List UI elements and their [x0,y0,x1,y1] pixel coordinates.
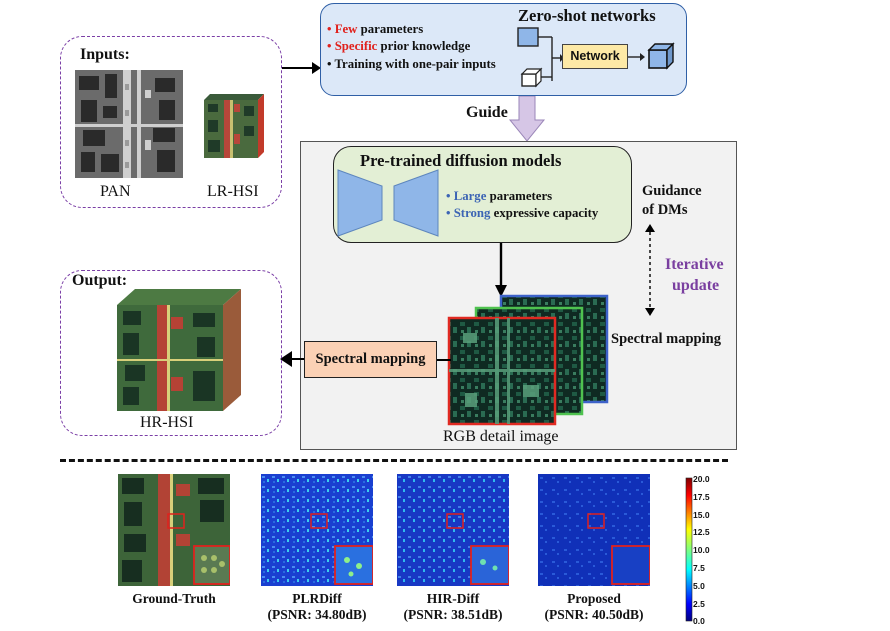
rgb-detail-image-stack [447,294,609,426]
zero-shot-bullet-1: • Few parameters [327,22,424,36]
zero-shot-bullet-3: • Training with one-pair inputs [327,57,496,71]
diffusion-box [333,146,632,243]
iterative-label-line2: update [672,277,720,294]
caption-ground-truth: Ground-Truth [132,591,216,606]
inputs-title: Inputs: [80,46,130,63]
pan-image [75,70,183,178]
encoder-decoder-icon [337,169,439,237]
arrow-inputs-to-networks [282,62,321,74]
caption-plrdiff: PLRDiff(PSNR: 34.80dB) [267,591,367,622]
iterative-label-line1: Iterative [665,256,724,273]
lr-hsi-cube [204,94,264,158]
caption-proposed: Proposed(PSNR: 40.50dB) [544,591,644,622]
hr-hsi-cube [117,289,241,411]
spectral-mapping-box: Spectral mapping [304,341,437,378]
plrdiff-error-map [261,474,373,586]
network-label-box: Network [562,44,628,69]
output-box [60,270,282,436]
rgb-detail-label: RGB detail image [443,428,559,445]
zero-shot-title: Zero-shot networks [518,6,656,25]
guide-arrow [508,96,546,142]
ground-truth-image [118,474,230,586]
hir-diff-error-map [397,474,509,586]
inputs-box [60,36,282,208]
diffusion-bullet-2: • Strong expressive capacity [446,206,599,220]
guidance-label-line2: of DMs [642,202,688,218]
lr-hsi-label: LR-HSI [207,183,259,200]
output-title: Output: [72,272,128,289]
hr-hsi-label: HR-HSI [140,414,194,431]
arrow-diffusion-to-rgb [495,243,507,297]
caption-hir-diff: HIR-Diff(PSNR: 38.51dB) [403,591,503,622]
zero-shot-bullet-2: • Specific prior knowledge [327,39,471,53]
diffusion-title: Pre-trained diffusion models [360,151,562,170]
pan-label: PAN [100,183,131,200]
proposed-error-map [538,474,650,586]
iterative-update-arrow [645,224,655,316]
guidance-label-line1: Guidance [642,183,702,199]
section-separator [60,459,728,462]
diffusion-bullet-1: • Large parameters [446,189,553,203]
spectral-mapping-right-label: Spectral mapping [611,331,721,347]
guide-label: Guide [466,104,508,121]
error-colorbar [685,477,693,622]
network-diagram [517,27,675,88]
connector-line [437,359,451,361]
